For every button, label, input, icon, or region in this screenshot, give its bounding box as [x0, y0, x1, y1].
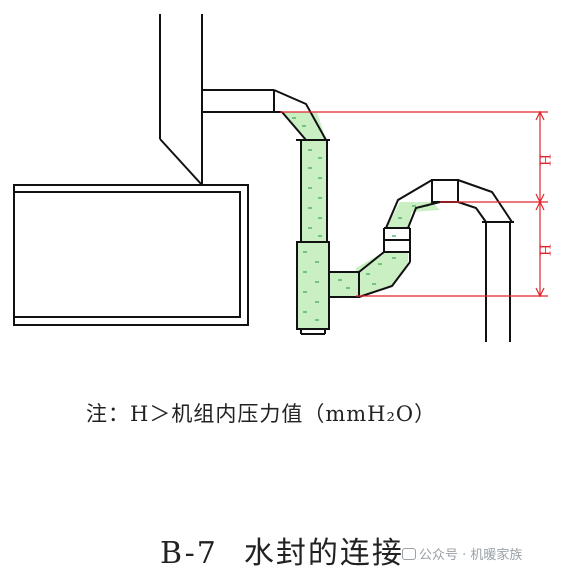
h-label-lower: H [536, 244, 552, 256]
figure-number: B-7 [160, 536, 218, 571]
drain-pipe [202, 89, 514, 342]
unit-base-outer [13, 184, 249, 326]
unit-diagonal [159, 138, 203, 186]
figure-title: 水封的连接 [243, 536, 404, 571]
pressure-note: 注：H＞机组内压力值（mmH₂O） [86, 402, 437, 426]
watermark-text: 公众号 · 机暖家族 [419, 548, 523, 563]
dimension-lines [280, 110, 548, 298]
wechat-icon [402, 548, 416, 560]
unit-base-inner [13, 191, 241, 318]
h-label-upper: H [536, 154, 552, 166]
water-dashes [292, 117, 428, 321]
water-seal-diagram: H H [13, 14, 552, 342]
watermark: 公众号 · 机暖家族 [402, 544, 522, 563]
figure-caption: B-7 水封的连接 [160, 528, 404, 572]
